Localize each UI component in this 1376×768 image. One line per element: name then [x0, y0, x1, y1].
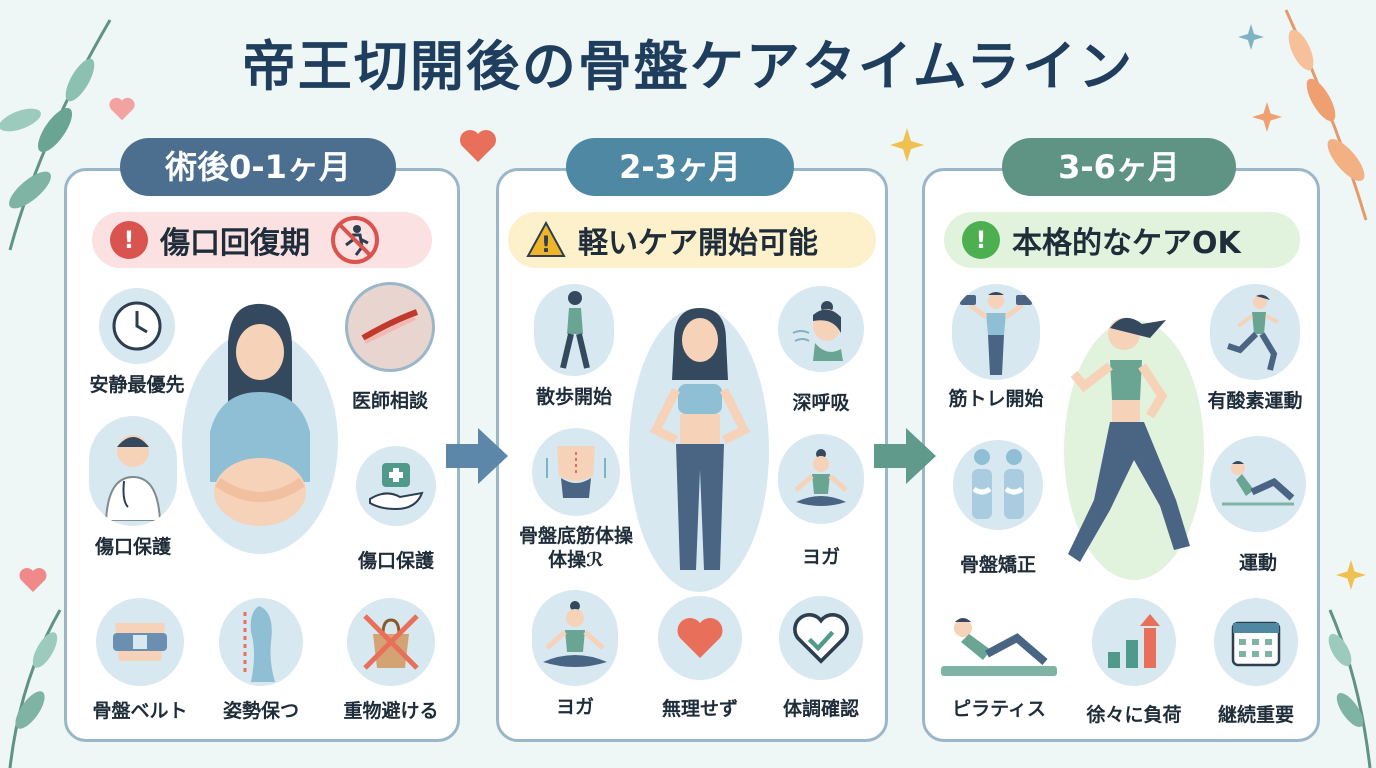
exclamation-icon: ! — [110, 221, 148, 259]
heart-decoration-icon — [19, 568, 47, 592]
sparkle-decoration-icon — [1238, 24, 1264, 50]
calendar-icon — [1214, 598, 1298, 686]
stage-status-banner-3: ! 本格的なケアOK — [944, 212, 1300, 268]
running-woman-illustration — [1054, 300, 1210, 584]
first-aid-hand-icon — [356, 446, 436, 526]
stage-period-3: 3-6ヶ月 — [1002, 138, 1236, 196]
no-heavy-activity-icon — [331, 216, 379, 264]
care-item-strength: 筋トレ開始 — [934, 284, 1058, 411]
leaf-decoration-right-icon — [1284, 9, 1368, 221]
pelvic-floor-icon — [532, 428, 620, 516]
pelvic-correction-icon — [953, 440, 1043, 530]
standing-woman-illustration — [626, 300, 772, 596]
leaf-decoration-bottom-right-icon — [1328, 609, 1372, 768]
standing-woman-icon — [629, 308, 769, 592]
care-item-walking: 散歩開始 — [514, 284, 634, 409]
yoga-pose-icon — [532, 590, 618, 686]
care-item-wound-care-hand: 傷口保護 — [336, 446, 456, 573]
mother-holding-belly-icon — [182, 303, 338, 554]
stage-period-2: 2-3ヶ月 — [566, 138, 794, 196]
running-woman-icon — [1064, 317, 1204, 580]
heart-decoration-icon — [460, 130, 496, 162]
deep-breath-icon — [778, 286, 864, 372]
posture-icon — [219, 598, 303, 686]
heart-decoration-icon — [109, 97, 135, 121]
stage-status-text: 軽いケア開始可能 — [578, 226, 818, 261]
heart-icon — [658, 596, 742, 680]
care-item-consult-doctor: 医師相談 — [330, 282, 450, 413]
sparkle-decoration-icon — [1252, 102, 1282, 132]
care-item-aerobic: 有酸素運動 — [1190, 284, 1320, 413]
care-item-avoid-heavy: 重物避ける — [326, 598, 456, 723]
leaf-decoration-bottom-left-icon — [8, 609, 62, 768]
care-item-posture: 姿勢保つ — [206, 598, 316, 723]
care-item-gradual-load: 徐々に負荷 — [1074, 598, 1194, 727]
care-item-no-overdo: 無理せず — [644, 596, 756, 721]
svg-text:!: ! — [541, 233, 551, 258]
doctor-icon — [89, 416, 177, 526]
care-item-yoga-left: ヨガ — [520, 590, 630, 719]
care-item-wound-care-doctor: 傷口保護 — [78, 416, 188, 559]
stage-status-text: 本格的なケアOK — [1012, 226, 1241, 261]
no-heavy-bag-icon — [347, 598, 435, 686]
care-item-health-check: 体調確認 — [766, 596, 876, 721]
care-item-yoga-right: ヨガ — [766, 434, 876, 569]
wound-zoom-icon — [345, 282, 435, 372]
pilates-mat-icon — [937, 604, 1061, 684]
sparkle-decoration-icon — [1336, 560, 1366, 590]
sparkle-decoration-icon — [890, 128, 924, 162]
care-item-exercise: 運動 — [1196, 436, 1320, 575]
care-item-pelvic-floor: 骨盤底筋体操 体操ℛ — [506, 428, 646, 572]
stage-status-banner-2: ! 軽いケア開始可能 — [508, 212, 876, 268]
care-item-pelvic-belt: 骨盤ベルト — [80, 598, 200, 723]
sit-up-icon — [1210, 436, 1306, 532]
dumbbell-person-icon — [952, 284, 1040, 380]
yoga-pose-icon — [778, 434, 864, 524]
exclamation-icon: ! — [962, 221, 1000, 259]
arrow-right-icon — [874, 428, 936, 484]
pelvic-belt-icon — [96, 598, 184, 686]
rising-bar-icon — [1092, 598, 1176, 686]
running-person-icon — [1210, 284, 1300, 380]
leaf-decoration-left-icon — [0, 19, 112, 251]
mother-illustration — [180, 292, 340, 558]
page-title: 帝王切開後の骨盤ケアタイムライン — [241, 35, 1135, 98]
stage-status-banner-1: ! 傷口回復期 — [92, 212, 432, 268]
care-item-pilates: ピラティス — [934, 604, 1064, 721]
warning-icon: ! — [526, 221, 566, 258]
care-item-deep-breath: 深呼吸 — [766, 286, 876, 415]
clock-icon — [99, 288, 175, 364]
stage-status-text: 傷口回復期 — [160, 226, 310, 261]
care-item-pelvic-correction: 骨盤矯正 — [936, 440, 1060, 577]
walking-person-icon — [534, 284, 614, 376]
care-item-rest: 安静最優先 — [72, 288, 202, 397]
arrow-right-icon — [446, 428, 508, 484]
heart-check-icon — [779, 596, 863, 680]
care-item-continuation: 継続重要 — [1200, 598, 1312, 727]
stage-period-1: 術後0-1ヶ月 — [120, 138, 396, 196]
